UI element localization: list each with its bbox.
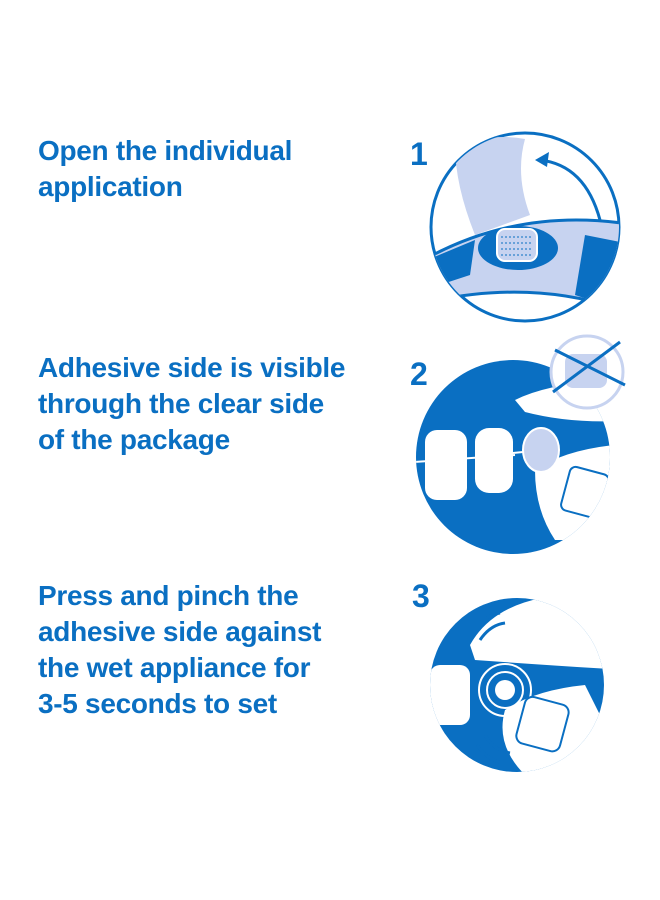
step-3-instruction: Press and pinch the adhesive side agains… (38, 578, 321, 722)
pinch-set-icon (430, 598, 604, 772)
apply-to-braces-icon (416, 334, 626, 554)
step-1-line-1: Open the individual (38, 135, 293, 166)
step-1-number: 1 (410, 136, 428, 172)
step-1-instruction: Open the individual application (38, 133, 292, 205)
step-2-line-1: Adhesive side is visible (38, 352, 346, 383)
step-2-line-3: of the package (38, 424, 230, 455)
step-2-instruction: Adhesive side is visible through the cle… (38, 350, 345, 458)
step-2-line-2: through the clear side (38, 388, 324, 419)
step-3-line-4: 3-5 seconds to set (38, 688, 277, 719)
step-3-line-2: adhesive side against (38, 616, 322, 647)
step-3-line-1: Press and pinch the (38, 580, 299, 611)
step-3-number: 3 (412, 578, 430, 614)
step-2-number: 2 (410, 356, 428, 392)
step-3-line-3: the wet appliance for (38, 652, 311, 683)
peel-package-icon (429, 131, 621, 323)
step-1-line-2: application (38, 171, 183, 202)
